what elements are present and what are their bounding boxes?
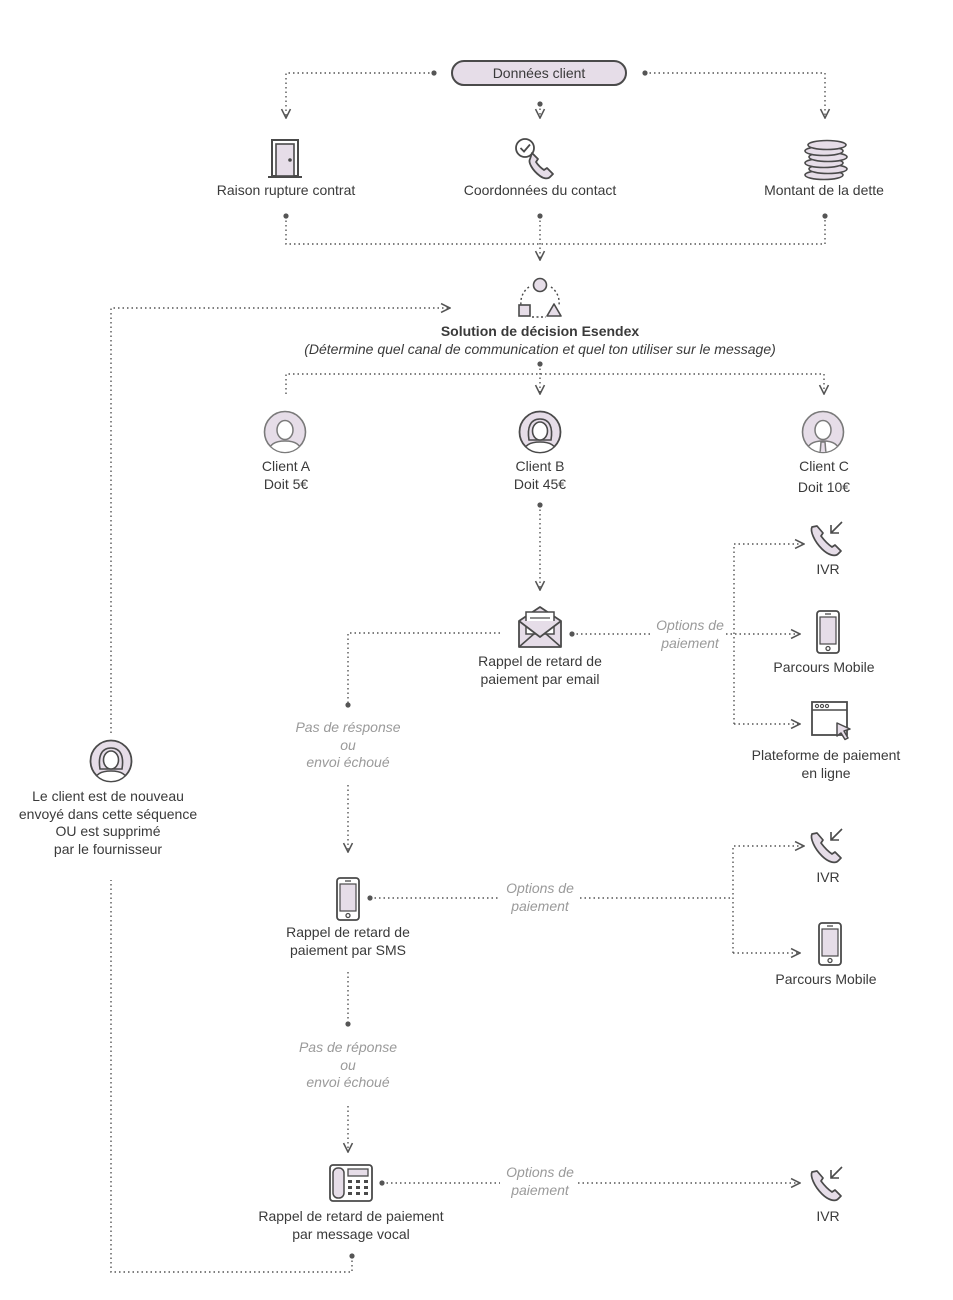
client-a-owes: Doit 5€ bbox=[263, 476, 309, 492]
user-female-icon bbox=[518, 410, 562, 454]
no-response-2-line3: envoi échoué bbox=[306, 1074, 390, 1090]
loop-note-line3: OU est supprimé bbox=[55, 823, 161, 839]
client-c-name: Client C bbox=[799, 458, 849, 474]
sms-options-label-line1: Options de bbox=[506, 880, 574, 896]
user-tie-icon bbox=[801, 410, 845, 454]
decision-subtitle: (Détermine quel canal de communication e… bbox=[304, 341, 776, 357]
sms-step-line2: paiement par SMS bbox=[290, 942, 406, 958]
shapes-cycle-icon bbox=[518, 277, 562, 318]
email-option-ivr-label: IVR bbox=[816, 561, 840, 577]
loop-note-line2: envoyé dans cette séquence bbox=[18, 806, 198, 822]
desk-phone-icon bbox=[329, 1164, 373, 1202]
phone-incoming-icon bbox=[810, 1166, 843, 1202]
sms-option-ivr-label: IVR bbox=[816, 869, 840, 885]
decision-title: Solution de décision Esendex bbox=[440, 323, 640, 339]
phone-incoming-icon bbox=[810, 828, 843, 864]
customer-data-label: Données client bbox=[492, 65, 586, 81]
no-response-1-line2: ou bbox=[340, 737, 356, 753]
no-response-1-line1: Pas de résponse bbox=[295, 719, 401, 735]
voice-step-line2: par message vocal bbox=[292, 1226, 410, 1242]
email-step-line1: Rappel de retard de bbox=[478, 653, 602, 669]
email-option-platform-line2: en ligne bbox=[801, 765, 851, 781]
envelope-icon bbox=[518, 606, 562, 648]
voice-option-ivr-label: IVR bbox=[816, 1208, 840, 1224]
input-label-debt: Montant de la dette bbox=[764, 182, 884, 198]
client-b-owes: Doit 45€ bbox=[513, 476, 567, 492]
input-label-reason: Raison rupture contrat bbox=[216, 182, 356, 198]
user-female-icon bbox=[89, 739, 133, 783]
input-label-contact: Coordonnées du contact bbox=[463, 182, 617, 198]
coins-icon bbox=[804, 139, 848, 181]
client-a-name: Client A bbox=[261, 458, 311, 474]
door-icon bbox=[268, 139, 302, 178]
client-c-owes: Doit 10€ bbox=[797, 479, 851, 495]
browser-click-icon bbox=[811, 701, 851, 741]
email-options-label-line2: paiement bbox=[661, 635, 719, 651]
voice-step-line1: Rappel de retard de paiement bbox=[258, 1208, 444, 1224]
customer-data-pill: Données client bbox=[451, 60, 627, 86]
email-options-label-line1: Options de bbox=[656, 617, 724, 633]
phone-check-icon bbox=[515, 138, 554, 180]
smartphone-icon bbox=[818, 922, 842, 966]
email-step-line2: paiement par email bbox=[480, 671, 600, 687]
email-option-mobile-label: Parcours Mobile bbox=[773, 659, 875, 675]
sms-step-line1: Rappel de retard de bbox=[286, 924, 410, 940]
no-response-2-line2: ou bbox=[340, 1057, 356, 1073]
no-response-2-line1: Pas de réponse bbox=[298, 1039, 398, 1055]
loop-note-line4: par le fournisseur bbox=[53, 841, 163, 857]
sms-option-mobile-label: Parcours Mobile bbox=[775, 971, 877, 987]
loop-note-line1: Le client est de nouveau bbox=[32, 788, 184, 804]
phone-incoming-icon bbox=[810, 521, 843, 557]
voice-options-label-line1: Options de bbox=[506, 1164, 574, 1180]
smartphone-icon bbox=[816, 610, 840, 654]
user-male-icon bbox=[263, 410, 307, 454]
email-option-platform-line1: Plateforme de paiement bbox=[751, 747, 901, 763]
no-response-1-line3: envoi échoué bbox=[306, 754, 390, 770]
client-b-name: Client B bbox=[515, 458, 565, 474]
sms-options-label-line2: paiement bbox=[511, 898, 569, 914]
voice-options-label-line2: paiement bbox=[511, 1182, 569, 1198]
smartphone-icon bbox=[336, 877, 360, 921]
